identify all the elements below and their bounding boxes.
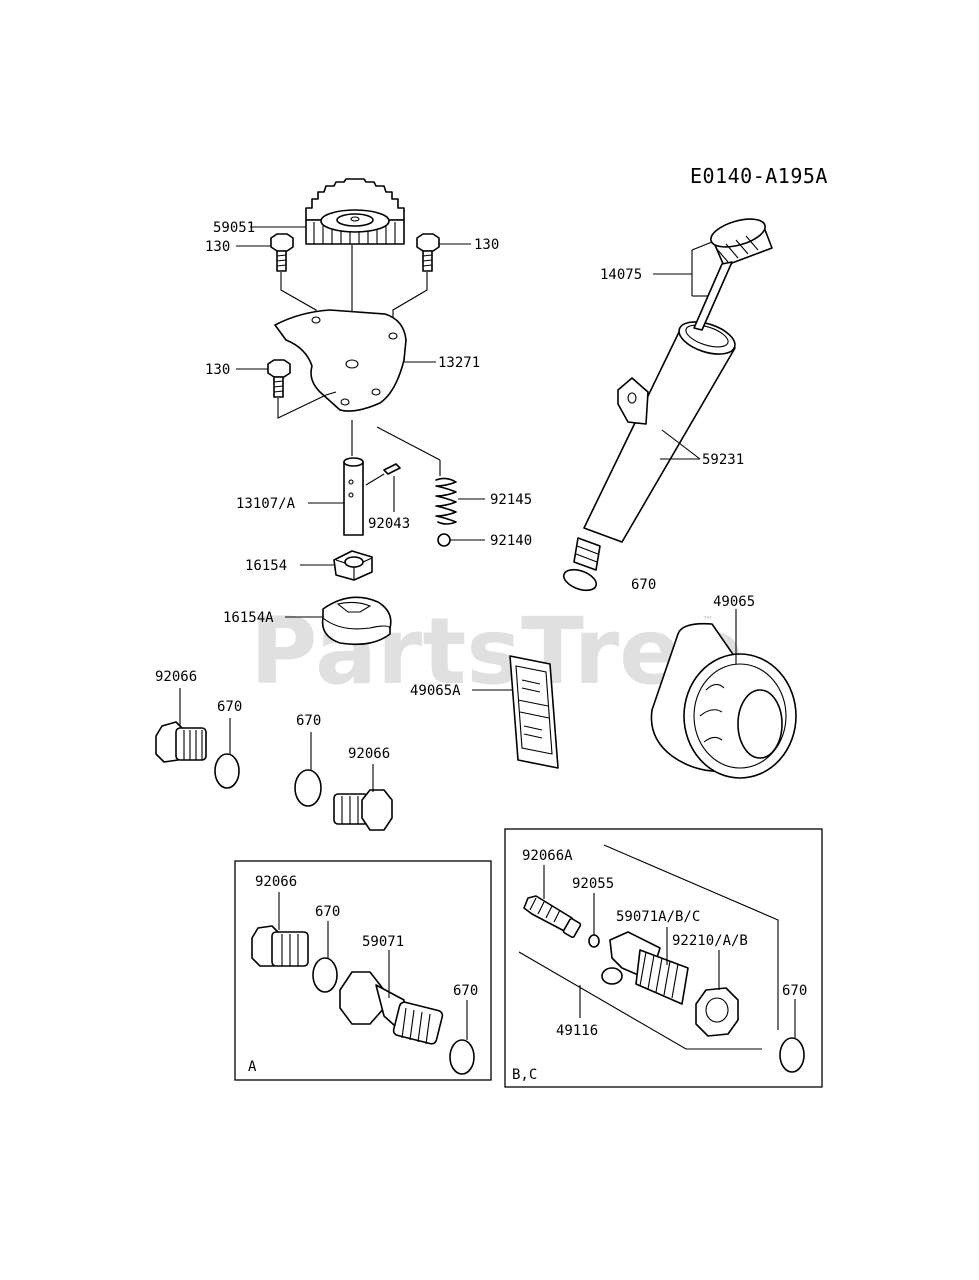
adapter-59071abc [601, 931, 689, 1005]
oring-670-mid [294, 769, 322, 807]
label-92066-box-a: 92066 [255, 874, 297, 890]
plug-92066a [523, 895, 582, 938]
box-a-tag: A [248, 1059, 257, 1075]
detail-box-a [234, 860, 492, 1081]
label-49116: 49116 [556, 1023, 598, 1039]
plate-13271 [274, 309, 407, 412]
oring-92055 [588, 934, 600, 948]
label-92043: 92043 [368, 516, 410, 532]
drain-plug-92066-mid [333, 789, 393, 831]
rotor-16154 [333, 550, 373, 581]
label-59051: 59051 [213, 220, 255, 236]
label-59071abc: 59071A/B/C [616, 909, 700, 925]
label-49065: 49065 [713, 594, 755, 610]
oring-670-box-bc [779, 1037, 805, 1073]
oil-filter-49065 [650, 622, 797, 779]
label-92055: 92055 [572, 876, 614, 892]
label-16154a: 16154A [223, 610, 274, 626]
label-670-box-a-2: 670 [453, 983, 478, 999]
strainer-49065a [509, 655, 559, 769]
shaft-13107a [343, 457, 364, 536]
drain-plug-92066-left [155, 721, 207, 763]
pin-92043 [383, 463, 401, 475]
label-92145: 92145 [490, 492, 532, 508]
label-59071-box-a: 59071 [362, 934, 404, 950]
diagram-code: E0140-A195A [690, 164, 828, 188]
label-14075: 14075 [600, 267, 642, 283]
label-670-tube: 670 [631, 577, 656, 593]
oring-670-box-a-1 [312, 957, 338, 993]
label-130-top-right: 130 [474, 237, 499, 253]
label-92066-mid: 92066 [348, 746, 390, 762]
label-13107a: 13107/A [236, 496, 296, 512]
label-130-top-left: 130 [205, 239, 230, 255]
rotor-16154a [321, 596, 392, 646]
detail-box-bc [504, 828, 823, 1088]
label-670-box-bc: 670 [782, 983, 807, 999]
gear-59051 [305, 178, 405, 245]
oil-filler-tube-59231 [573, 321, 736, 571]
label-130-mid: 130 [205, 362, 230, 378]
label-670-left: 670 [217, 699, 242, 715]
bolt-130-left [270, 233, 294, 272]
label-670-box-a-1: 670 [315, 904, 340, 920]
bolt-130-mid [267, 359, 291, 398]
label-670-mid: 670 [296, 713, 321, 729]
adapter-59071 [339, 971, 444, 1045]
label-92066a: 92066A [522, 848, 573, 864]
dipstick-cap-14075 [693, 218, 773, 331]
spring-92145 [435, 477, 457, 525]
box-bc-tag: B,C [512, 1067, 537, 1083]
oring-670-box-a-2 [449, 1039, 475, 1075]
oring-670-tube [562, 568, 598, 592]
oring-670-left [214, 753, 240, 789]
label-92140: 92140 [490, 533, 532, 549]
label-49065a: 49065A [410, 683, 461, 699]
label-16154: 16154 [245, 558, 287, 574]
bolt-130-right [416, 233, 440, 272]
nut-92210ab [695, 987, 739, 1037]
ball-92140 [437, 533, 451, 547]
label-92066-left: 92066 [155, 669, 197, 685]
label-13271: 13271 [438, 355, 480, 371]
drain-plug-92066-box-a [251, 925, 309, 967]
label-59231: 59231 [702, 452, 744, 468]
label-92210ab: 92210/A/B [672, 933, 748, 949]
